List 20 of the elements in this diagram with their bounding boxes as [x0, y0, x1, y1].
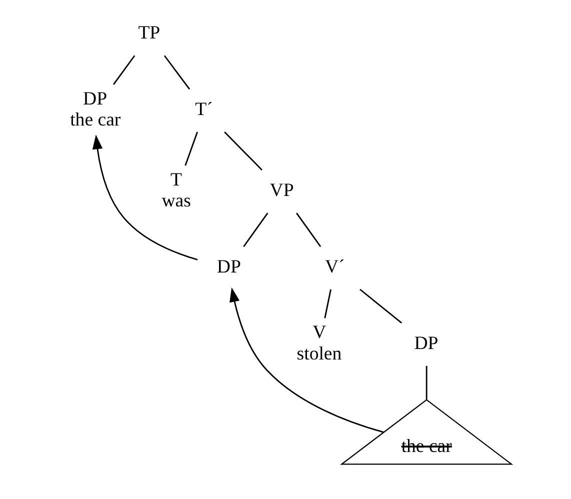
- connector: [295, 212, 321, 248]
- node-text: DP: [414, 332, 438, 354]
- connector: [242, 212, 268, 248]
- node-text: V stolen: [296, 322, 342, 364]
- node-text: VP: [269, 180, 294, 202]
- node-text: V´: [324, 256, 344, 278]
- node-text: TP: [138, 22, 160, 44]
- node-text: T was: [161, 170, 190, 212]
- node-text: DP the car: [70, 88, 120, 131]
- connector: [324, 289, 331, 318]
- connector: [224, 132, 262, 170]
- connector: [112, 55, 135, 85]
- connector: [425, 366, 427, 400]
- connector: [359, 288, 402, 324]
- arrow: [92, 134, 198, 260]
- node-text: T´: [194, 99, 212, 120]
- arrow: [229, 287, 384, 433]
- node-text: DP: [216, 256, 240, 278]
- connector: [163, 55, 190, 90]
- connector: [184, 132, 198, 166]
